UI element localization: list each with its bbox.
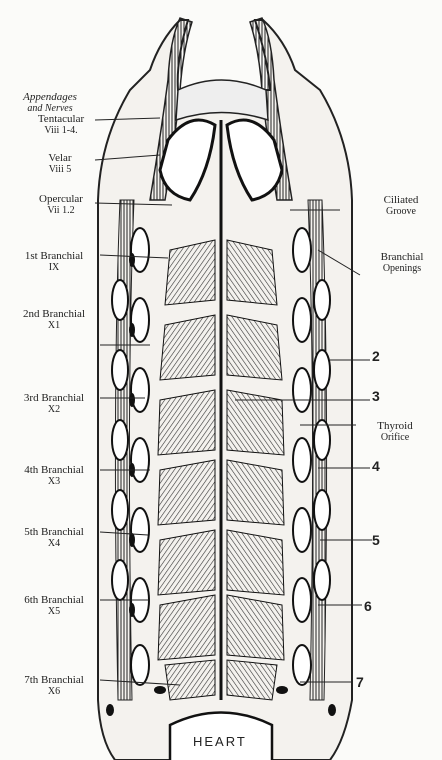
number-6: 6 [364, 598, 372, 614]
number-3: 3 [372, 388, 380, 404]
number-4: 4 [372, 458, 380, 474]
number-2: 2 [372, 348, 380, 364]
number-5: 5 [372, 532, 380, 548]
number-7: 7 [356, 674, 364, 690]
heart-label: HEART [193, 734, 247, 749]
